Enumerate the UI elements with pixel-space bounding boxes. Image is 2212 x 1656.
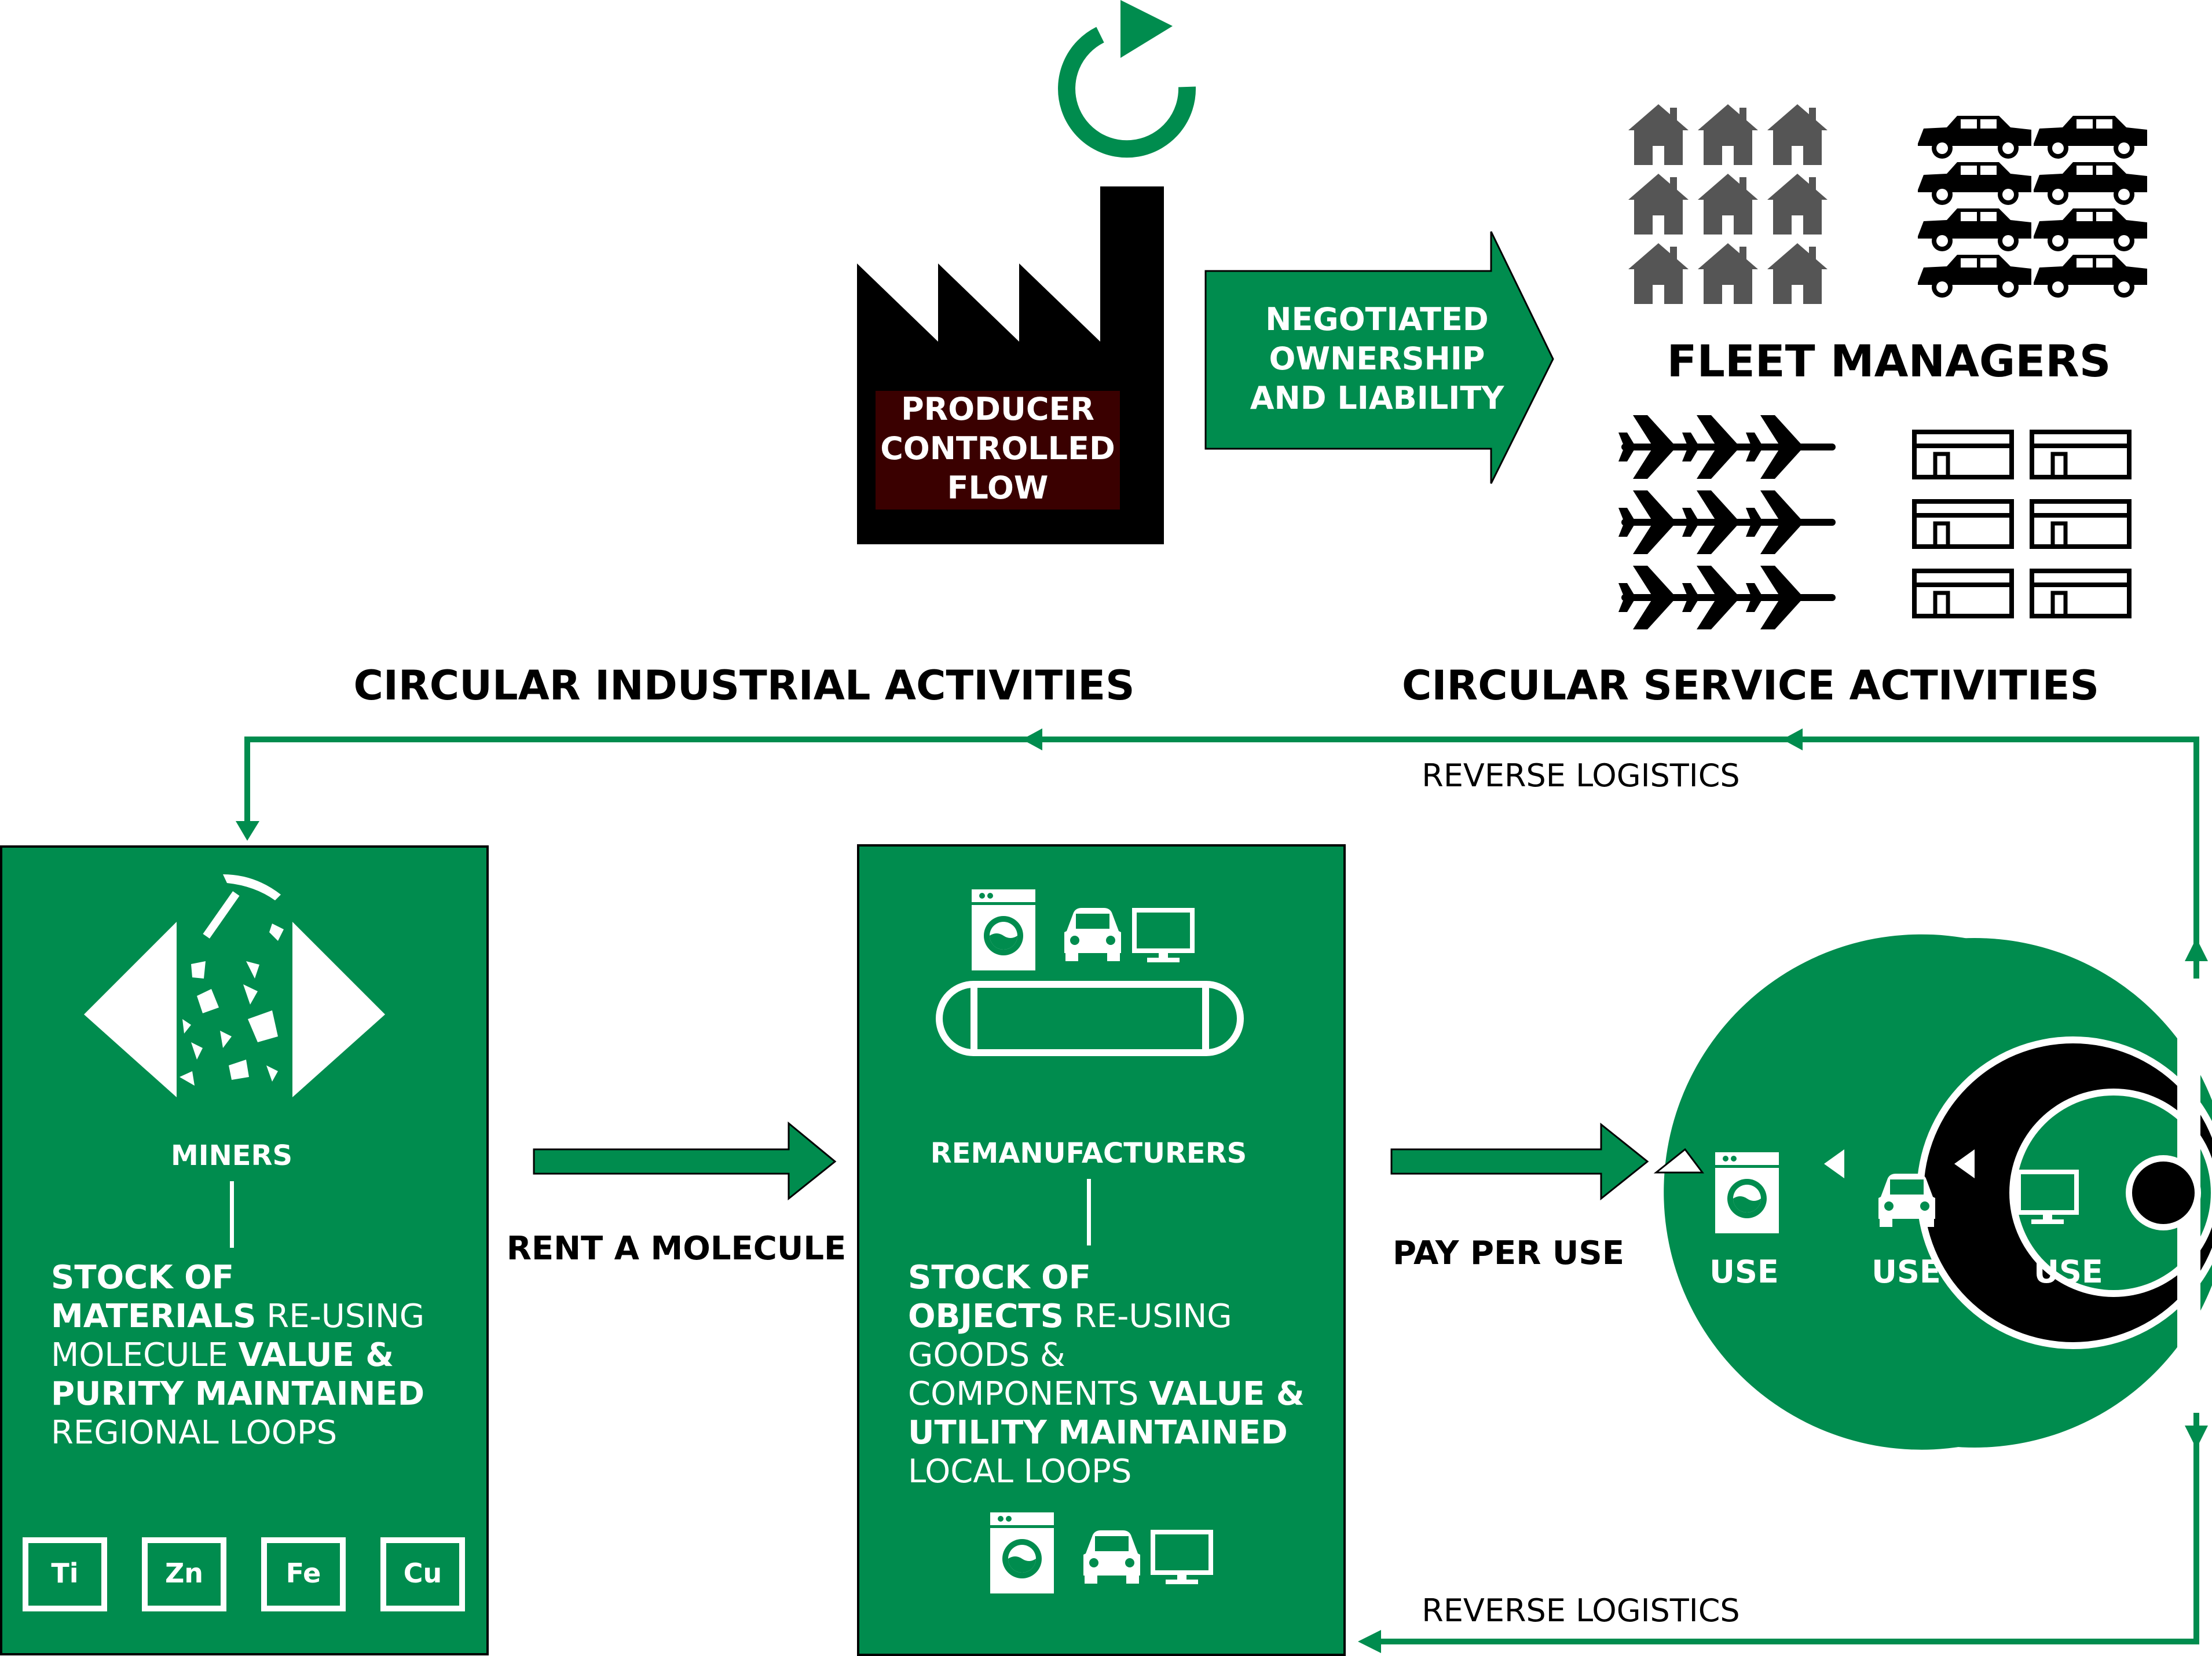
rock-icon [292, 922, 385, 1097]
washing-machine-icon [972, 889, 1035, 970]
factory-icon: PRODUCER CONTROLLED FLOW [857, 186, 1164, 544]
washing-machine-icon [990, 1512, 1054, 1593]
car-icon [1918, 208, 2031, 251]
use-label-1: USE [1709, 1254, 1779, 1290]
building-icon [1914, 501, 2012, 547]
building-icon [1914, 571, 2012, 616]
remanufacturers-text: STOCK OF OBJECTS RE-USING GOODS & COMPON… [908, 1259, 1315, 1490]
airplane-icon [1746, 415, 1836, 479]
car-icon [1918, 116, 2031, 159]
element-boxes: Ti Zn Fe Cu [23, 1537, 465, 1611]
house-icon [1628, 243, 1689, 304]
producer-line-2: CONTROLLED [880, 430, 1115, 467]
reverse-logistics-bottom-line [1358, 1630, 2199, 1653]
remanufacturers-title: REMANUFACTURERS [931, 1137, 1247, 1170]
cars-grid [1918, 116, 2147, 298]
element-zn: Zn [165, 1558, 203, 1589]
pay-per-use-arrow [1390, 1122, 1649, 1201]
miners-title: MINERS [171, 1140, 292, 1172]
producer-label-box [876, 391, 1120, 510]
washing-machine-icon [1715, 1152, 1779, 1233]
house-icon [1698, 243, 1758, 304]
element-fe: Fe [286, 1558, 321, 1589]
house-icon [1628, 104, 1689, 165]
building-icon [1914, 432, 2012, 477]
house-icon [1767, 243, 1828, 304]
rent-a-molecule-label: RENT A MOLECULE [507, 1230, 847, 1267]
use-label-2: USE [1872, 1254, 1941, 1290]
house-icon [1698, 174, 1758, 235]
pay-per-use-label: PAY PER USE [1393, 1234, 1624, 1272]
car-icon [1918, 255, 2031, 298]
producer-line-1: PRODUCER [901, 391, 1094, 427]
car-icon [2034, 208, 2147, 251]
reverse-logistics-top-label: REVERSE LOGISTICS [1422, 757, 1739, 794]
house-icon [1628, 174, 1689, 235]
refresh-icon [1058, 0, 1196, 158]
house-icon [1767, 104, 1828, 165]
rock-icon [84, 922, 177, 1097]
airplane-icon [1746, 566, 1836, 629]
use-cycle-diagram: USE USE USE [1653, 934, 2212, 1450]
remanufacturers-panel: REMANUFACTURERS STOCK OF OBJECTS RE-USIN… [857, 844, 1346, 1656]
miners-panel: MINERS STOCK OF MATERIALS RE-USING MOLEC… [0, 845, 489, 1655]
building-icon [2032, 432, 2129, 477]
rock-fragments [180, 924, 284, 1086]
service-heading: CIRCULAR SERVICE ACTIVITIES [1402, 662, 2099, 709]
miners-text: STOCK OF MATERIALS RE-USING MOLECULE VAL… [51, 1259, 435, 1452]
element-cu: Cu [404, 1558, 442, 1589]
negotiated-ownership-arrow: NEGOTIATED OWNERSHIP AND LIABILITY [1204, 231, 1554, 484]
negotiated-line-2: OWNERSHIP [1269, 340, 1485, 377]
car-icon [2034, 255, 2147, 298]
miners-divider [230, 1181, 234, 1248]
rent-a-molecule-arrow [533, 1121, 837, 1201]
pickaxe-icon [203, 874, 281, 939]
element-ti: Ti [51, 1558, 78, 1589]
building-icon [2032, 501, 2129, 547]
use-label-3: USE [2034, 1254, 2103, 1290]
building-icon [2032, 571, 2129, 616]
conveyor-belt-icon [936, 981, 1244, 1056]
reverse-logistics-bottom-label: REVERSE LOGISTICS [1422, 1592, 1739, 1629]
car-icon [2034, 162, 2147, 205]
airplane-icon [1746, 490, 1836, 554]
industrial-heading: CIRCULAR INDUSTRIAL ACTIVITIES [353, 662, 1134, 709]
producer-line-3: FLOW [947, 470, 1049, 506]
negotiated-line-1: NEGOTIATED [1265, 301, 1488, 338]
buildings-grid [1914, 432, 2129, 616]
negotiated-line-3: AND LIABILITY [1250, 380, 1504, 416]
remanufacturers-divider [1087, 1179, 1091, 1245]
car-icon [1918, 162, 2031, 205]
houses-grid [1628, 104, 1828, 304]
car-icon [2034, 116, 2147, 159]
airplanes-grid [1618, 415, 1836, 629]
fleet-managers-label: FLEET MANAGERS [1667, 335, 2111, 387]
house-icon [1698, 104, 1758, 165]
house-icon [1767, 174, 1828, 235]
